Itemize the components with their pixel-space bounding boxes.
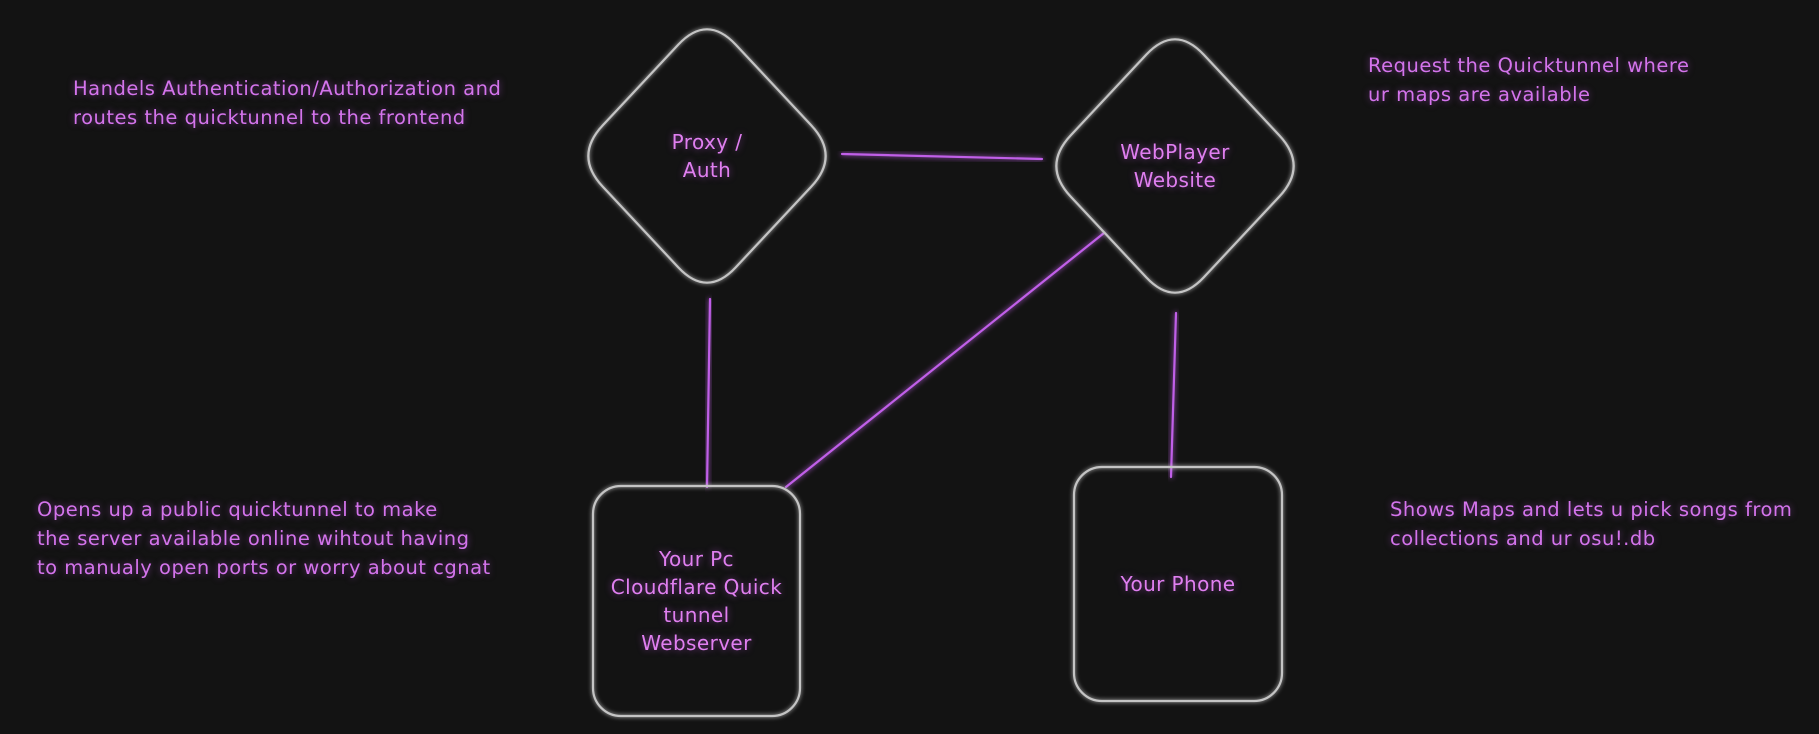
node-shape-your-phone[interactable]	[1072, 465, 1284, 703]
edge-proxy-to-your-pc	[705, 297, 712, 489]
node-shape-webplayer-website[interactable]	[1055, 38, 1295, 294]
annotation-your-phone-note: Shows Maps and lets u pick songs from co…	[1390, 498, 1793, 550]
edge-proxy-to-webplayer	[840, 152, 1044, 161]
node-shape-your-pc[interactable]	[591, 484, 802, 718]
annotation-webplayer-note: Request the Quicktunnel where ur maps ar…	[1368, 54, 1690, 106]
annotation-your-pc-note: Opens up a public quicktunnel to make th…	[37, 498, 491, 579]
annotation-proxy-auth-note: Handels Authentication/Authorization and…	[73, 77, 502, 129]
edges-layer	[705, 152, 1178, 489]
node-shape-proxy-auth[interactable]	[587, 28, 827, 284]
edge-webplayer-to-your-phone	[1169, 311, 1178, 479]
edge-webplayer-to-your-pc	[784, 231, 1106, 489]
nodes-layer	[587, 28, 1295, 718]
